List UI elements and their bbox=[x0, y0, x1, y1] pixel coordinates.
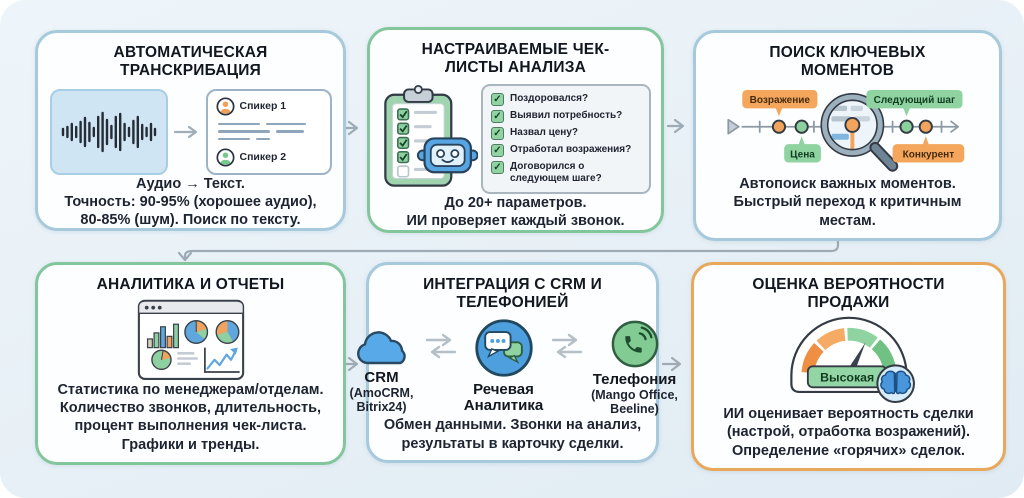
moment-dot-objection bbox=[771, 119, 786, 134]
right-arrow-icon bbox=[173, 125, 197, 138]
svg-text:Возражение: Возражение bbox=[749, 95, 810, 106]
checkbox-checked-icon: ✓ bbox=[491, 92, 504, 106]
svg-text:Цена: Цена bbox=[790, 149, 815, 160]
checklist-item: ✓ Назвал цену? bbox=[491, 126, 641, 140]
magnifier-icon bbox=[819, 92, 898, 172]
speaker2-label: Спикер 2 bbox=[239, 151, 287, 164]
card-checklists: НАСТРАИВАЕМЫЕ ЧЕК-ЛИСТЫ АНАЛИЗА bbox=[367, 27, 664, 233]
checklist-panel: ✓ Поздоровался? ✓ Выявил потребность? ✓ … bbox=[481, 83, 651, 194]
checklist-item: ✓ Договорился о следующем шаге? bbox=[491, 160, 641, 185]
checklist-item: ✓ Выявил потребность? bbox=[491, 109, 641, 123]
connector-card3-card4 bbox=[177, 239, 840, 262]
pie-chart-icon bbox=[150, 349, 172, 371]
robot-icon bbox=[416, 136, 478, 173]
speaker1-avatar-icon bbox=[215, 97, 235, 116]
speech-analytics-icon bbox=[474, 318, 533, 377]
card-key-moments: ПОИСК КЛЮЧЕВЫХ МОМЕНТОВ bbox=[693, 30, 1002, 241]
integration-illustration: CRM (AmoCRM, Bitrix24) Речевая Аналитика bbox=[339, 317, 687, 416]
card-checklists-description: До 20+ параметров. ИИ проверяет каждый з… bbox=[406, 194, 625, 230]
checklists-illustration: ✓ Поздоровался? ✓ Выявил потребность? ✓ … bbox=[380, 83, 651, 194]
cloud-icon bbox=[356, 330, 406, 364]
speaker2-avatar-icon bbox=[215, 148, 235, 167]
speaker1-label: Спикер 1 bbox=[239, 100, 287, 113]
card-probability-title: ОЦЕНКА ВЕРОЯТНОСТИ ПРОДАЖИ bbox=[752, 276, 945, 312]
svg-text:Следующий шаг: Следующий шаг bbox=[873, 95, 955, 106]
integration-crm: CRM (AmoCRM, Bitrix24) bbox=[339, 317, 425, 414]
transcription-illustration: Спикер 1 Спикер 2 bbox=[49, 88, 332, 175]
transcript-lines bbox=[217, 122, 320, 141]
checklist-item: ✓ Отработал возражения? bbox=[491, 143, 641, 157]
badge-competitor: Конкурент bbox=[892, 135, 964, 163]
moment-dot-next-step bbox=[898, 119, 914, 134]
pie-chart-icon bbox=[183, 320, 208, 345]
badge-objection: Возражение bbox=[741, 89, 817, 116]
badge-price: Цена bbox=[783, 135, 821, 163]
gauge-illustration: Высокая bbox=[789, 316, 915, 403]
card-probability: ОЦЕНКА ВЕРОЯТНОСТИ ПРОДАЖИ Высокая bbox=[691, 262, 1006, 471]
line-chart-icon bbox=[203, 347, 240, 374]
bar-chart-icon bbox=[146, 323, 179, 349]
svg-text:Высокая: Высокая bbox=[820, 370, 874, 384]
card-probability-description: ИИ оценивает вероятность сделки (настрой… bbox=[723, 406, 974, 459]
phone-icon bbox=[611, 320, 658, 367]
badge-next-step: Следующий шаг bbox=[865, 89, 962, 116]
brain-icon bbox=[875, 363, 915, 403]
window-dots-icon bbox=[144, 306, 162, 310]
audio-waveform-box bbox=[49, 88, 168, 175]
moment-dot-competitor bbox=[918, 119, 933, 134]
sync-arrows-icon bbox=[551, 333, 582, 358]
speaker-row-2: Спикер 2 bbox=[215, 148, 322, 167]
checkbox-checked-icon: ✓ bbox=[491, 143, 504, 157]
card-integration-title: ИНТЕГРАЦИЯ С CRM И ТЕЛЕФОНИЕЙ bbox=[423, 276, 602, 312]
sync-arrows-icon bbox=[425, 333, 456, 358]
pie-chart-icon bbox=[214, 320, 239, 345]
checklist-item: ✓ Поздоровался? bbox=[491, 92, 641, 106]
card-transcription-description: Аудио → Текст. Точность: 90-95% (хорошее… bbox=[64, 175, 317, 229]
audio-waveform-icon bbox=[61, 111, 156, 152]
card-transcription-title: АВТОМАТИЧЕСКАЯ ТРАНСКРИБАЦИЯ bbox=[113, 44, 268, 80]
arrow-card2-card3 bbox=[666, 118, 685, 134]
checkbox-checked-icon: ✓ bbox=[491, 160, 504, 174]
card-integration: ИНТЕГРАЦИЯ С CRM И ТЕЛЕФОНИЕЙ CRM (AmoCR… bbox=[350, 262, 678, 463]
integration-telephony: Телефония (Mango Office, Beeline) bbox=[583, 317, 687, 416]
timeline-illustration: Возражение Цена Следующий шаг Конкурент bbox=[726, 89, 964, 172]
card-checklists-title: НАСТРАИВАЕМЫЕ ЧЕК-ЛИСТЫ АНАЛИЗА bbox=[421, 41, 610, 77]
card-integration-description: Обмен данными. Звонки на анализ, результ… bbox=[383, 417, 642, 452]
checkbox-checked-icon: ✓ bbox=[491, 109, 504, 123]
card-key-moments-title: ПОИСК КЛЮЧЕВЫХ МОМЕНТОВ bbox=[769, 44, 926, 80]
dashboard-illustration bbox=[137, 299, 244, 381]
checkbox-checked-icon: ✓ bbox=[491, 126, 504, 140]
card-transcription: АВТОМАТИЧЕСКАЯ ТРАНСКРИБАЦИЯ bbox=[35, 30, 346, 231]
card-key-moments-description: Автопоиск важных моментов. Быстрый перех… bbox=[733, 176, 962, 229]
speaker-row-1: Спикер 1 bbox=[215, 97, 322, 116]
card-analytics: АНАЛИТИКА И ОТЧЕТЫ bbox=[35, 262, 346, 465]
text-lines-icon bbox=[176, 352, 198, 366]
gauge-label-badge: Высокая bbox=[806, 364, 887, 388]
svg-text:Конкурент: Конкурент bbox=[902, 149, 954, 160]
integration-speech-analytics: Речевая Аналитика bbox=[457, 317, 551, 416]
card-analytics-description: Статистика по менеджерам/отделам. Количе… bbox=[57, 381, 324, 453]
moment-dot-price bbox=[794, 119, 809, 134]
play-icon bbox=[726, 118, 740, 135]
transcript-panel: Спикер 1 Спикер 2 bbox=[205, 88, 332, 175]
card-analytics-title: АНАЛИТИКА И ОТЧЕТЫ bbox=[96, 276, 285, 293]
clipboard-robot-icon bbox=[384, 84, 478, 187]
